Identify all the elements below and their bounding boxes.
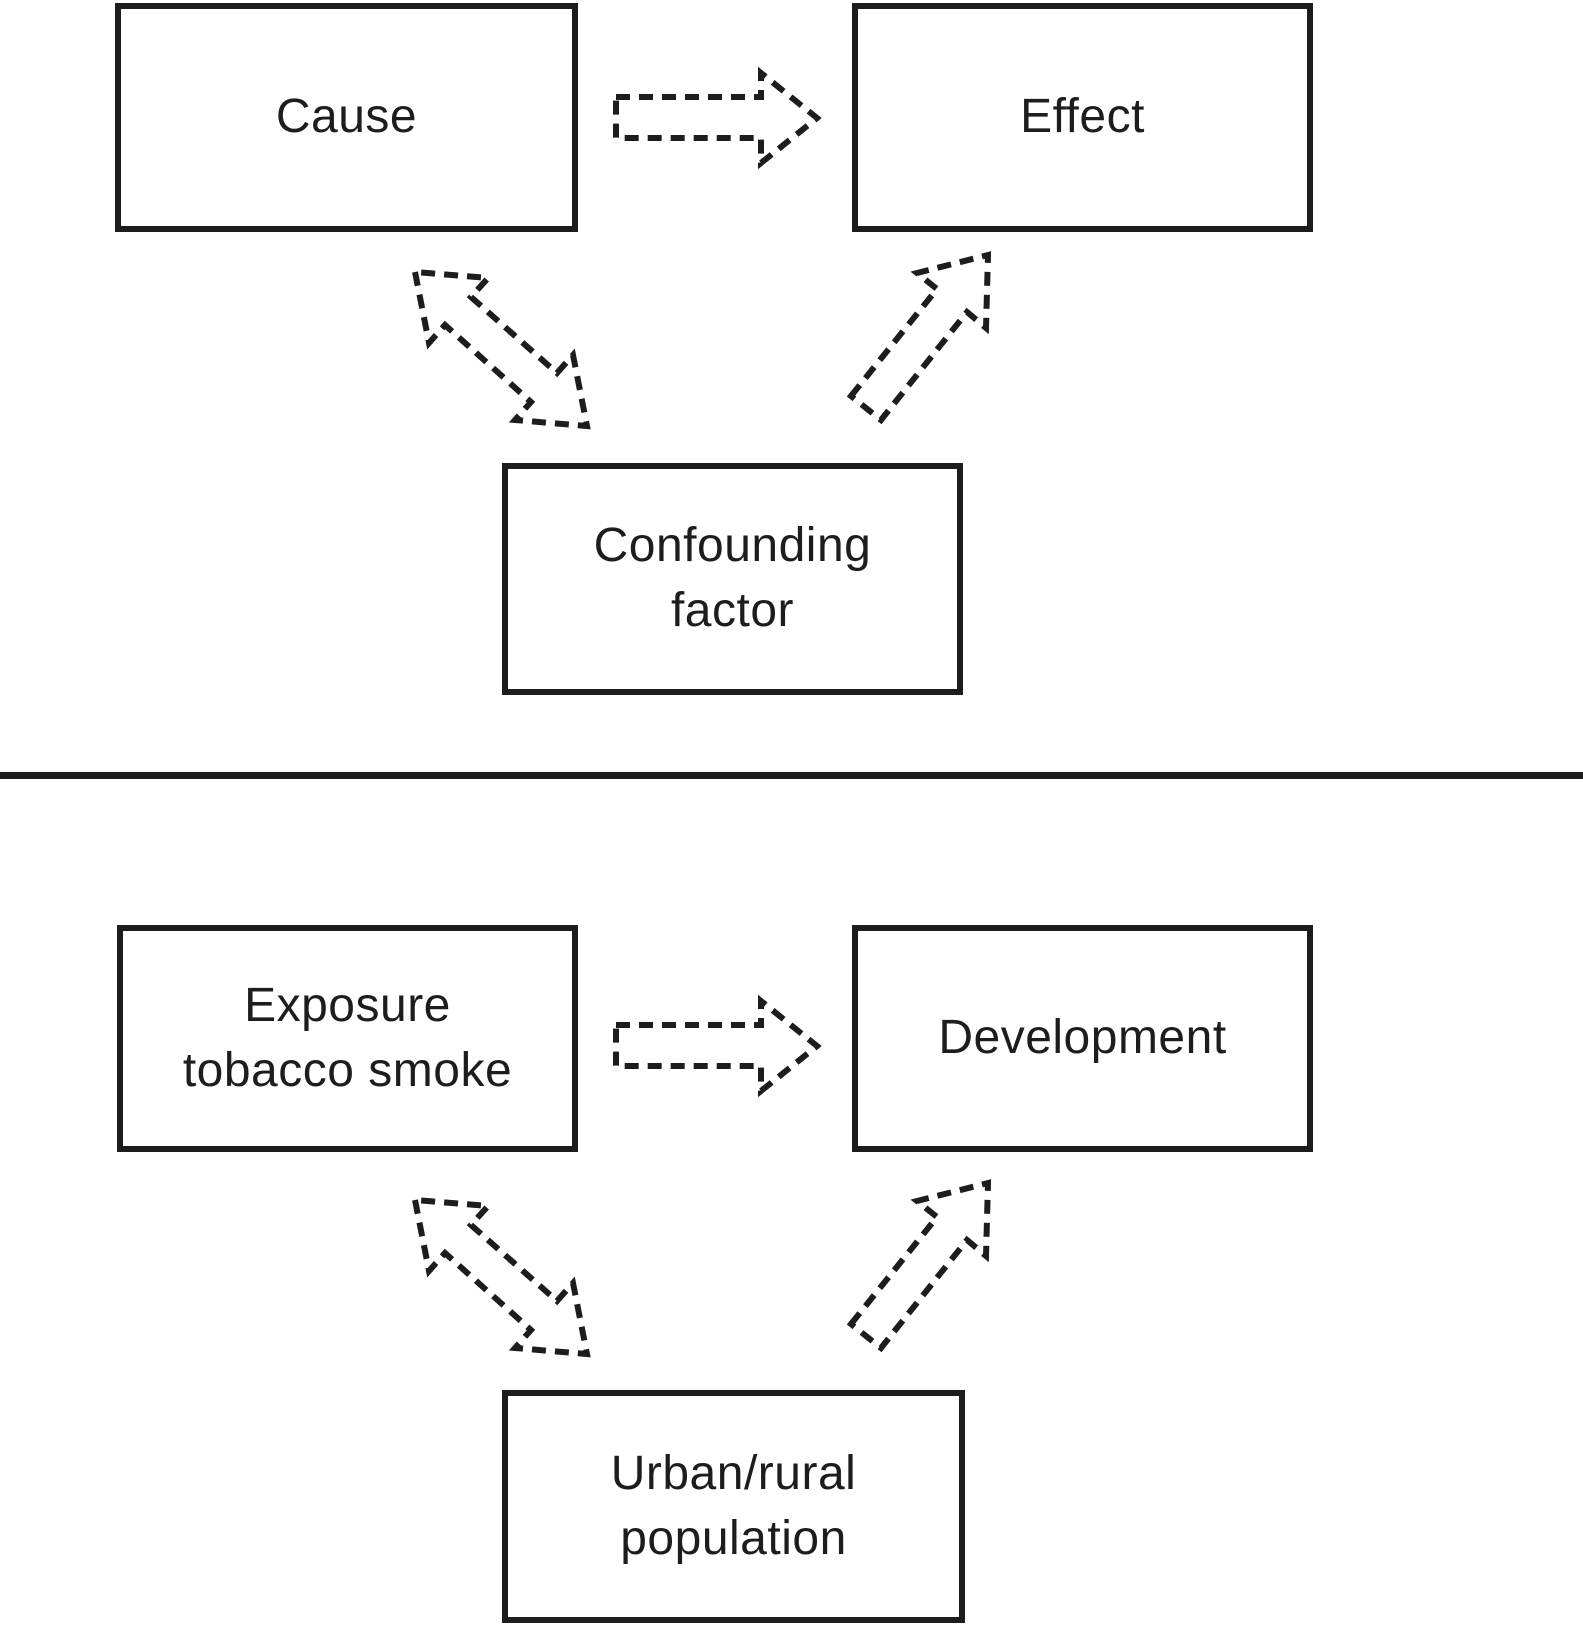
confounding-factor-box: Confounding factor [502, 463, 963, 695]
panel-divider [0, 772, 1583, 779]
cause-box: Cause [115, 3, 578, 232]
development-label: Development [938, 1011, 1227, 1065]
cause-to-effect-arrow [613, 66, 822, 170]
urban-rural-population-label: Urban/rural population [610, 1446, 857, 1565]
cause-confounder-arrow [411, 268, 591, 430]
effect-box: Effect [852, 3, 1313, 232]
confounder-to-effect-arrow [846, 251, 992, 425]
exposure-tobacco-smoke-label: Exposure tobacco smoke [182, 978, 513, 1097]
exposure-tobacco-smoke-box: Exposure tobacco smoke [117, 925, 578, 1152]
confounding-factor-label: Confounding factor [593, 519, 872, 637]
development-box: Development [852, 925, 1313, 1152]
effect-label: Effect [1020, 90, 1145, 144]
cause-label: Cause [275, 90, 418, 144]
exposure-to-development-arrow [613, 994, 822, 1098]
urban-rural-population-box: Urban/rural population [502, 1390, 965, 1623]
urban-to-development-arrow [846, 1179, 992, 1353]
exposure-urban-arrow [411, 1196, 591, 1358]
